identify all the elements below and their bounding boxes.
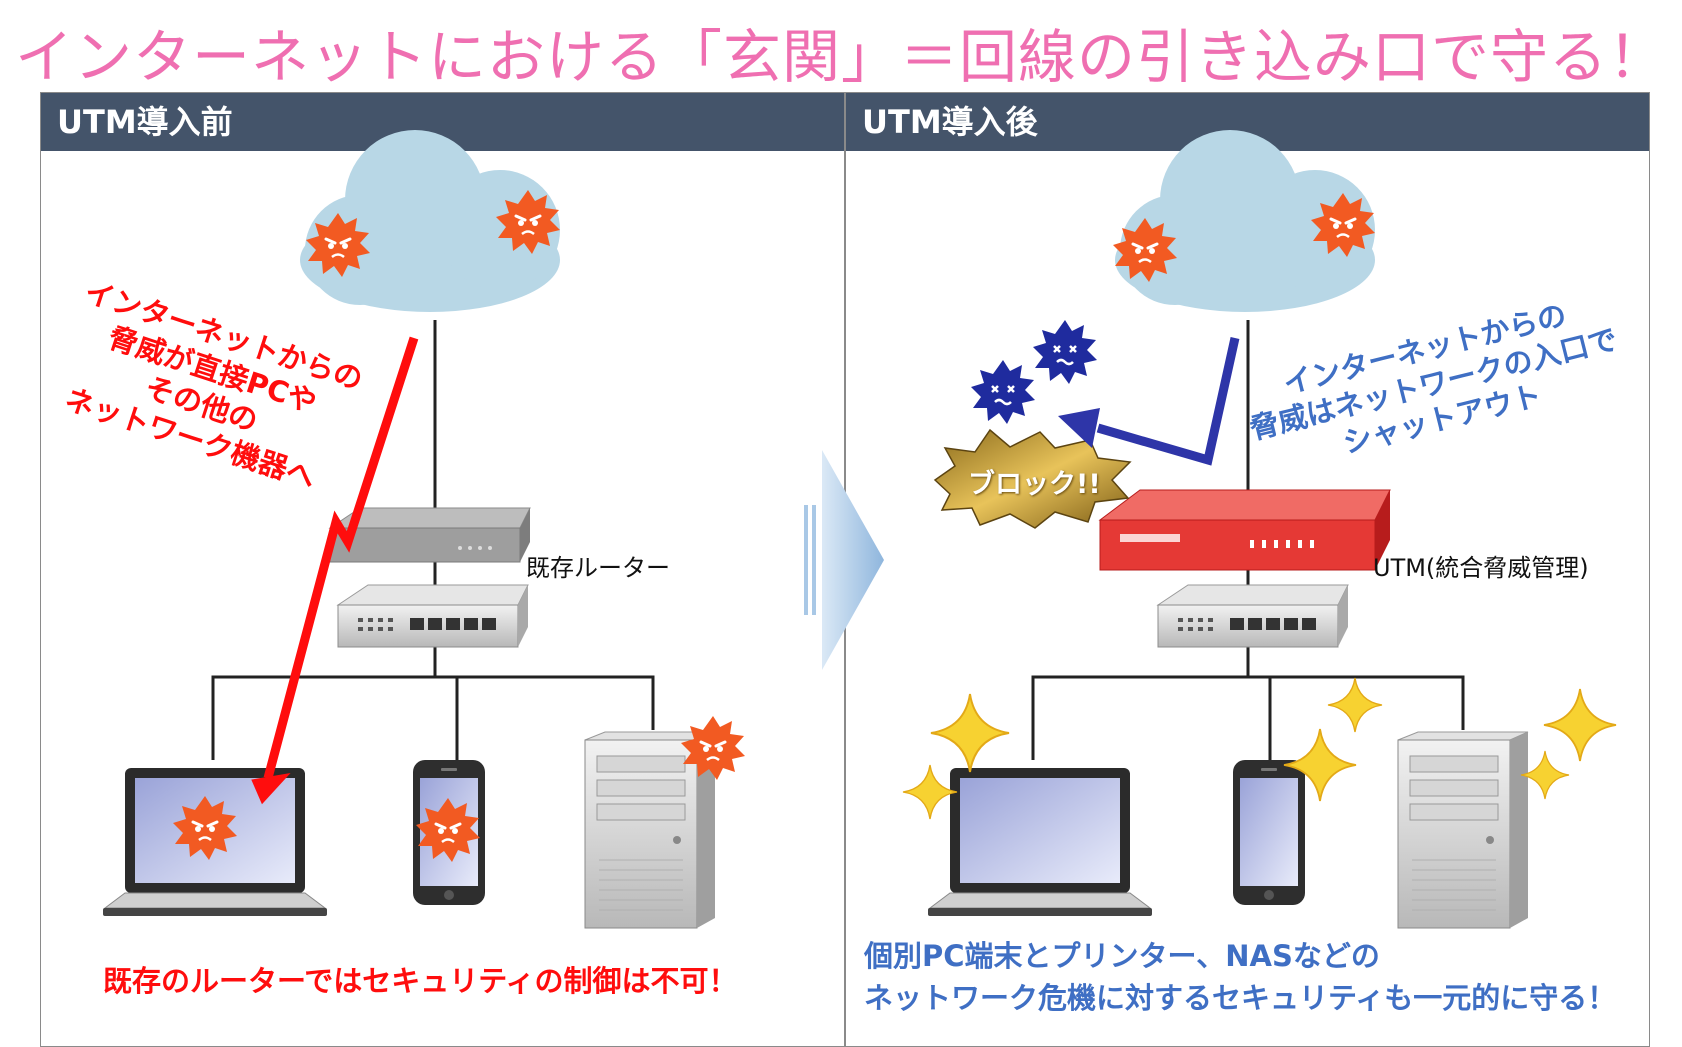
sparkle-icon [1543, 688, 1617, 762]
sparkle-icon [902, 764, 958, 820]
smartphone-icon [1233, 760, 1305, 905]
left-diagram [102, 130, 747, 929]
virus-icon [969, 358, 1037, 426]
switch-icon [337, 584, 529, 648]
page-title: インターネットにおける「玄関」＝回線の引き込み口で守る！ [14, 23, 1667, 91]
switch-icon [1157, 584, 1349, 648]
right-diagram [902, 130, 1617, 929]
network-line [211, 675, 655, 760]
router-label: 既存ルーター [526, 554, 670, 582]
sparkle-icon [1520, 750, 1570, 800]
caption-line: ネットワーク危機に対するセキュリティも一元的に守る！ [864, 981, 1617, 1015]
deflect-arrow-icon [1058, 337, 1240, 466]
virus-icon [1031, 318, 1099, 386]
block-burst-icon [933, 428, 1132, 529]
caption-right: 個別PC端末とプリンター、NASなどの ネットワーク危機に対するセキュリティも一… [864, 935, 1616, 1019]
network-line [1031, 675, 1465, 760]
sparkle-icon [930, 693, 1010, 773]
caption-line: 個別PC端末とプリンター、NASなどの [864, 939, 1380, 973]
threat-arrow-icon [251, 336, 419, 805]
router-icon [328, 507, 531, 563]
laptop-icon [927, 767, 1153, 917]
utm-appliance-icon [1098, 489, 1391, 571]
block-label: ブロック!! [968, 469, 1101, 500]
caption-left: 既存のルーターではセキュリティの制御は不可！ [103, 964, 738, 998]
utm-label: UTM(統合脅威管理) [1373, 554, 1589, 582]
sparkle-icon [1327, 677, 1383, 733]
tower-pc-icon [1397, 731, 1529, 929]
transition-arrow-icon [804, 450, 884, 670]
